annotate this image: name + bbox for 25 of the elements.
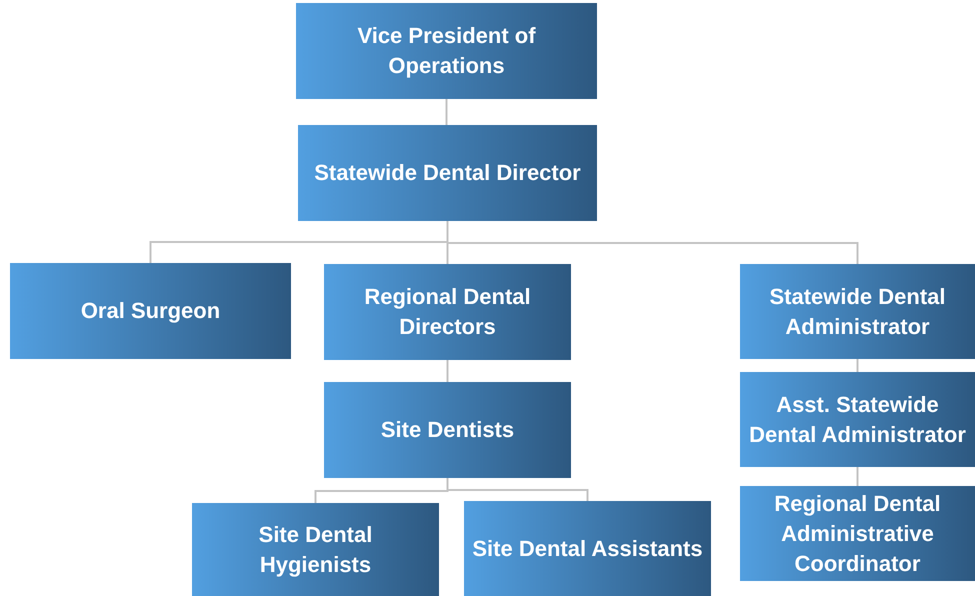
org-chart-box (740, 486, 975, 581)
role-title: Regional Dental Administrative Coordinator (773, 490, 942, 578)
role-title: Site Dental Hygienists (258, 520, 374, 579)
role-title: Vice President of Operations (356, 22, 537, 80)
role-title: Regional Dental Directors (363, 283, 532, 341)
role-title: Statewide Dental Administrator (768, 282, 947, 340)
org-chart-box (740, 264, 975, 359)
connector-line (446, 360, 448, 382)
role-title: Statewide Dental Director (314, 159, 581, 187)
org-chart-box (324, 382, 571, 478)
org-chart-box (324, 264, 571, 360)
role-title: Site Dentists (380, 416, 514, 444)
role-title: Site Dental Assistants (472, 534, 703, 562)
connector-line (446, 478, 588, 501)
role-title: Oral Surgeon (80, 297, 220, 325)
role-title: Asst. Statewide Dental Administrator (748, 390, 967, 448)
org-chart-box (10, 263, 291, 359)
org-chart-box (296, 3, 597, 99)
org-chart-box (464, 501, 711, 596)
connector-line (446, 99, 448, 125)
org-chart-box (192, 503, 439, 596)
org-chart-box (298, 125, 597, 221)
org-chart-box (740, 372, 975, 467)
connector-line (856, 467, 858, 486)
connector-line (856, 359, 858, 372)
